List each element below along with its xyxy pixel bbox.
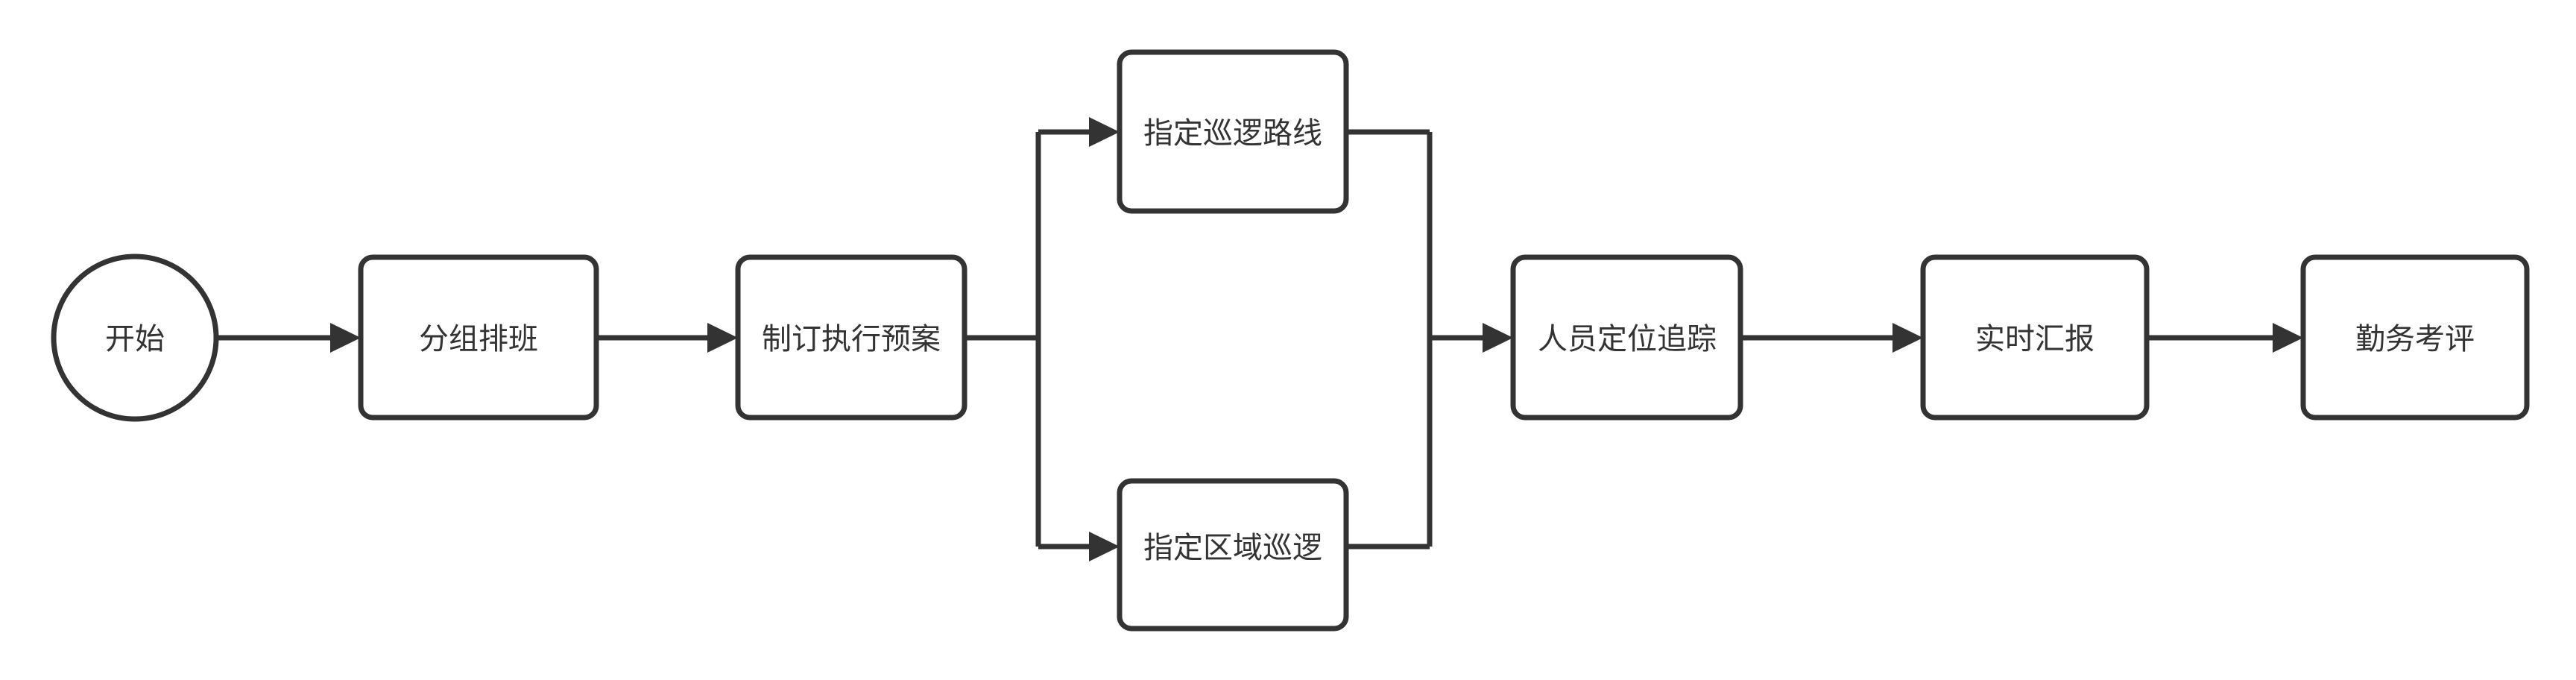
node-plan-label: 制订执行预案 [762,323,941,356]
edge-plan-split-stem[interactable] [965,132,1041,547]
node-tracking-label: 人员定位追踪 [1538,323,1717,356]
arrow-head-icon [1892,323,1923,353]
node-plan[interactable]: 制订执行预案 [735,254,967,421]
node-tracking[interactable]: 人员定位追踪 [1510,254,1743,421]
node-assessment-label: 勤务考评 [2355,323,2475,356]
node-report[interactable]: 实时汇报 [1920,254,2150,421]
node-start-label: 开始 [105,323,165,356]
edge-plan-to-patrol-route[interactable] [1038,117,1120,147]
arrow-head-icon [330,323,361,353]
node-layer: 开始 分组排班 制订执行预案 指定巡逻路线 指定区域巡逻 [51,49,2530,632]
node-patrol-route[interactable]: 指定巡逻路线 [1117,49,1349,214]
node-grouping[interactable]: 分组排班 [358,254,599,421]
arrow-head-icon [1089,532,1120,561]
node-patrol-route-shape [1117,49,1349,214]
node-patrol-area-shape [1117,478,1349,632]
edge-merge-to-tracking[interactable] [1427,132,1513,547]
node-plan-shape [735,254,967,421]
arrow-head-icon [2273,323,2303,353]
node-patrol-area-label: 指定区域巡逻 [1143,532,1322,564]
node-grouping-shape [358,254,599,421]
node-patrol-route-label: 指定巡逻路线 [1143,117,1322,150]
arrow-head-icon [1483,323,1513,353]
node-assessment[interactable]: 勤务考评 [2300,254,2530,421]
edge-start-to-grouping[interactable] [216,323,361,353]
node-grouping-label: 分组排班 [419,323,538,356]
node-tracking-shape [1510,254,1743,421]
edge-report-to-assessment[interactable] [2147,323,2303,353]
edge-layer [216,117,2303,561]
arrow-head-icon [707,323,738,353]
edge-plan-to-patrol-area[interactable] [1038,532,1120,561]
node-report-label: 实时汇报 [1975,323,2094,356]
edge-grouping-to-plan[interactable] [596,323,738,353]
node-start-shape [51,254,219,422]
edge-tracking-to-report[interactable] [1740,323,1923,353]
arrow-head-icon [1089,117,1120,147]
node-patrol-area[interactable]: 指定区域巡逻 [1117,478,1349,632]
node-assessment-shape [2300,254,2530,421]
node-report-shape [1920,254,2150,421]
node-start[interactable]: 开始 [51,254,219,422]
